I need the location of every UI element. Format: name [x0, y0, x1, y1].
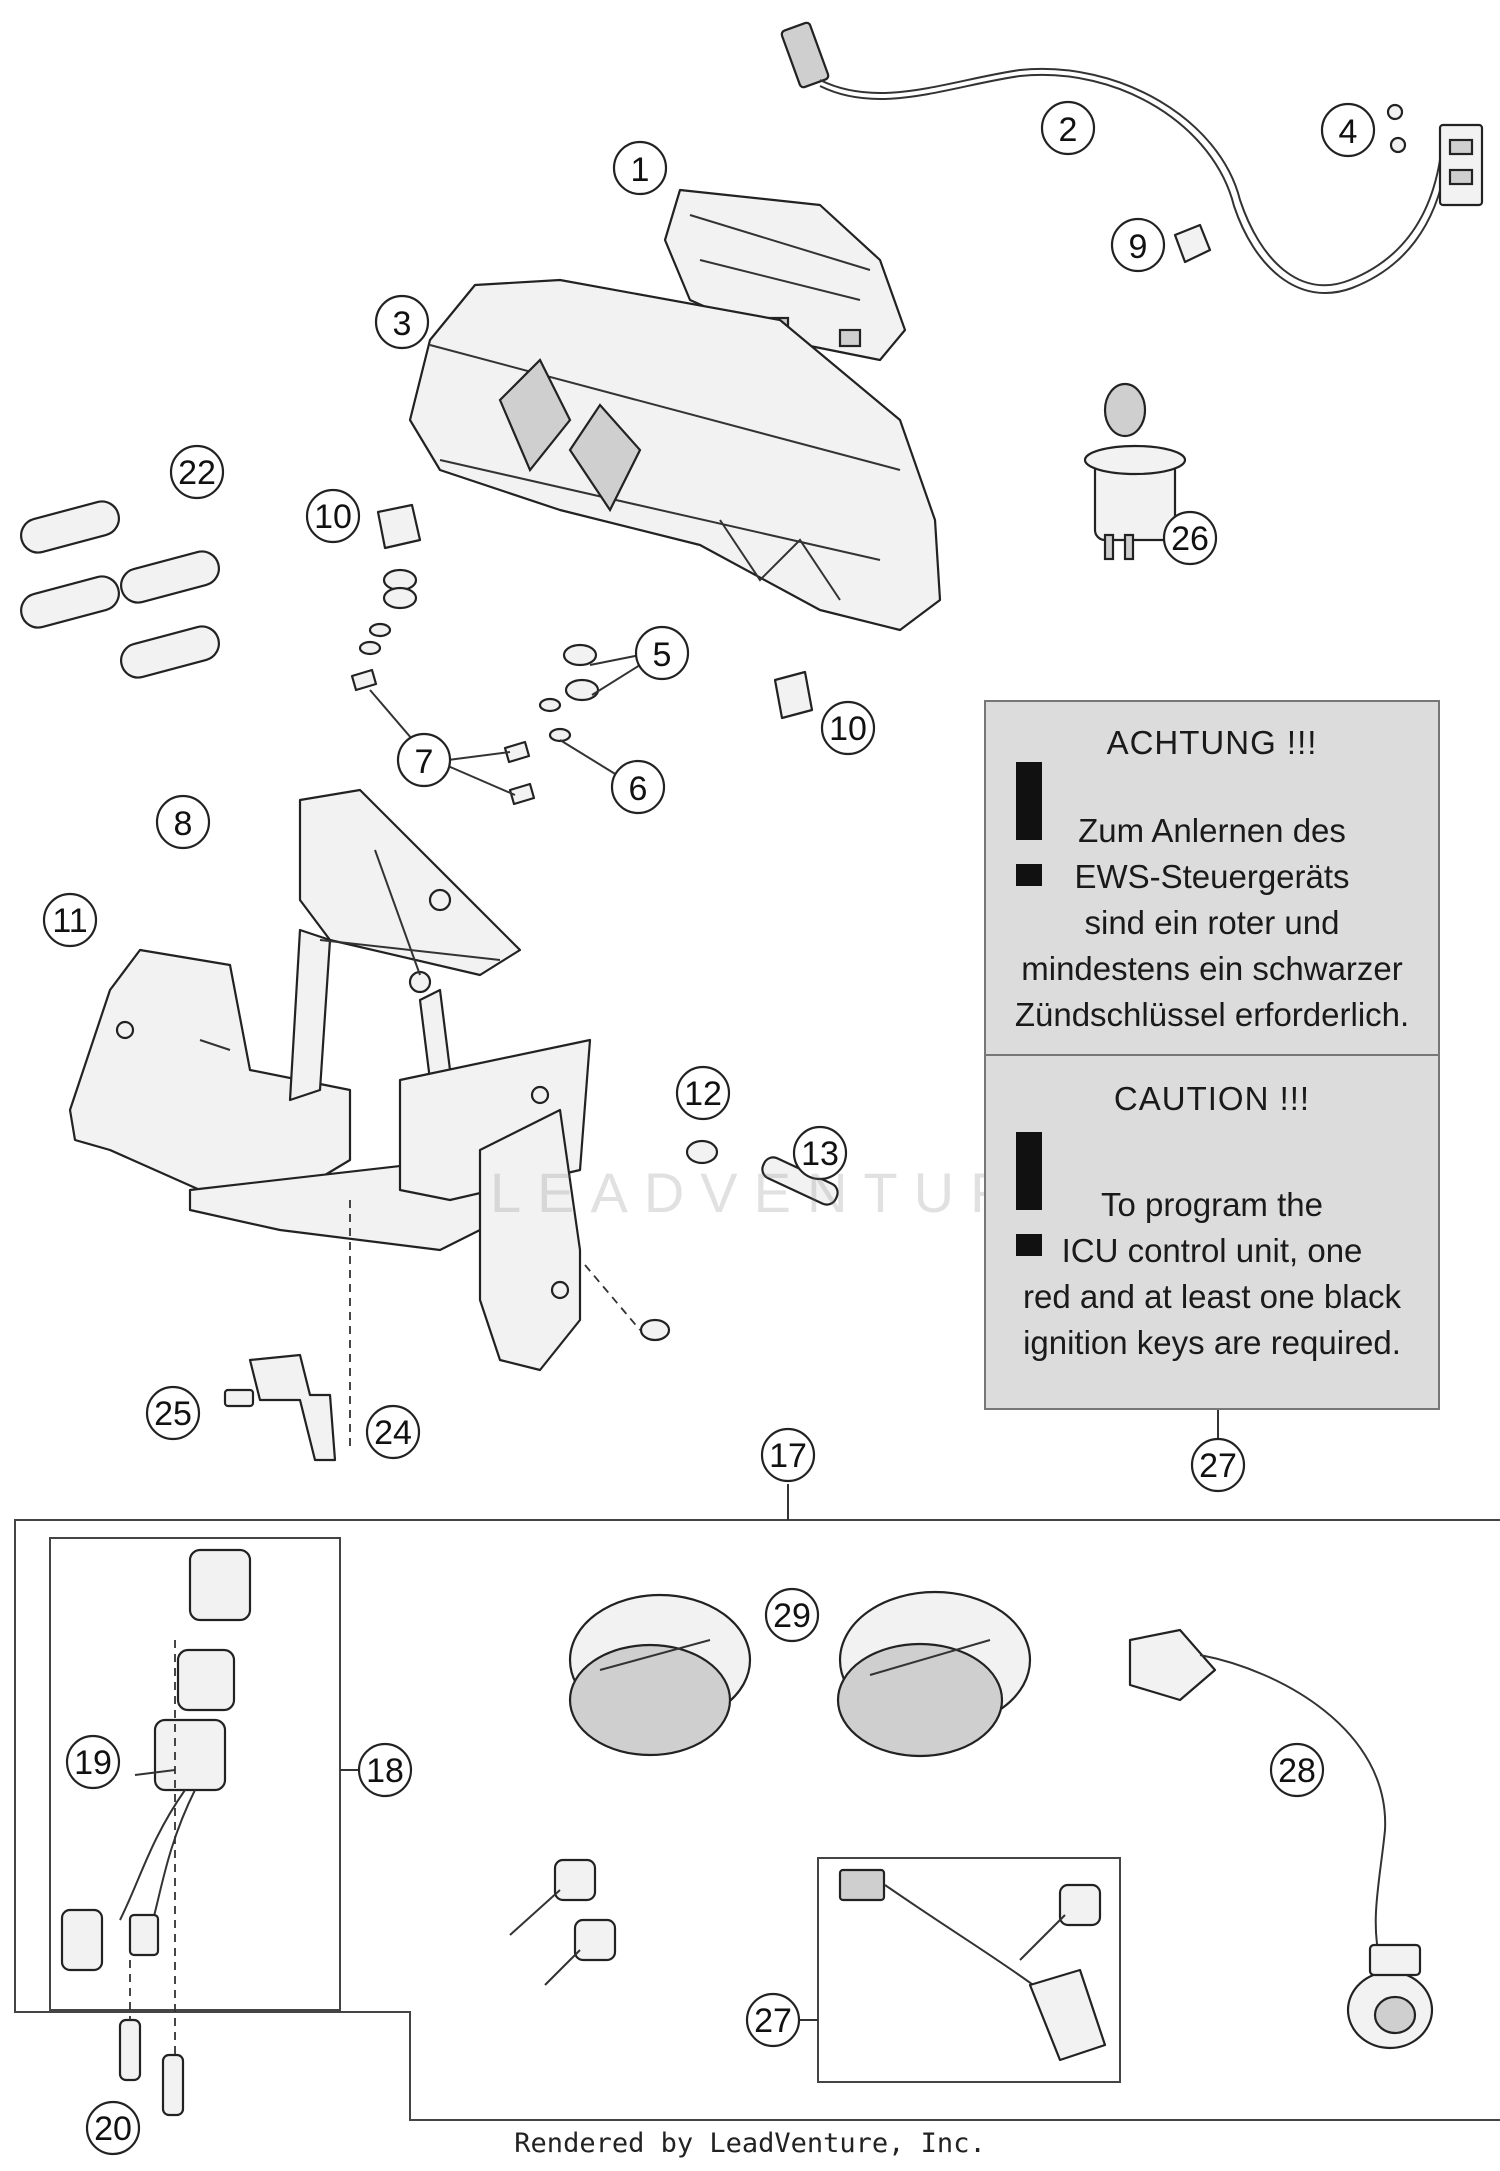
callout-10-upper[interactable]: 10	[305, 488, 361, 544]
callout-4[interactable]: 4	[1320, 102, 1376, 158]
callout-1[interactable]: 1	[612, 140, 668, 196]
callout-20[interactable]: 20	[85, 2100, 141, 2156]
svg-text:6: 6	[629, 770, 648, 808]
callout-24[interactable]: 24	[365, 1404, 421, 1460]
svg-text:5: 5	[653, 636, 672, 674]
instrument-bracket-frame[interactable]	[68, 788, 641, 1450]
fuel-cap-left-part[interactable]	[568, 1593, 752, 1757]
note-english-line: To program the	[1101, 1186, 1323, 1223]
callout-7[interactable]: 7	[396, 732, 452, 788]
ignition-lock-frame	[49, 1537, 341, 2011]
warning-note-box: ACHTUNG !!! Zum Anlernen des EWS-Steuerg…	[984, 700, 1440, 1410]
callout-13[interactable]: 13	[792, 1125, 848, 1181]
note-german: ACHTUNG !!! Zum Anlernen des EWS-Steuerg…	[986, 702, 1438, 1054]
ignition-lock-assembly[interactable]	[60, 1548, 252, 1972]
callout-19[interactable]: 19	[65, 1734, 121, 1790]
kit-frame-outline	[14, 1519, 1500, 2121]
small-bracket-part[interactable]	[223, 1353, 337, 1462]
fuel-cap-right-part[interactable]	[836, 1590, 1032, 1758]
svg-text:1: 1	[631, 151, 650, 189]
note-german-title: ACHTUNG !!!	[1106, 724, 1318, 761]
ignition-sensor-part[interactable]	[1128, 1628, 1434, 2050]
ews-cable-part[interactable]	[838, 1868, 1107, 2062]
svg-text:10: 10	[829, 710, 867, 748]
spacer-tubes-part[interactable]	[17, 498, 222, 682]
svg-text:27: 27	[754, 2002, 792, 2040]
callout-25[interactable]: 25	[145, 1385, 201, 1441]
svg-text:27: 27	[1199, 1447, 1237, 1485]
svg-text:24: 24	[374, 1414, 412, 1452]
svg-text:3: 3	[393, 305, 412, 343]
note-german-line: mindestens ein schwarzer	[1021, 950, 1403, 987]
callout-9[interactable]: 9	[1110, 217, 1166, 273]
svg-text:26: 26	[1171, 520, 1209, 558]
svg-text:22: 22	[178, 454, 216, 492]
callout-26[interactable]: 26	[1162, 510, 1218, 566]
svg-text:11: 11	[52, 902, 87, 940]
callout-12[interactable]: 12	[675, 1065, 731, 1121]
svg-text:10: 10	[314, 498, 352, 536]
svg-text:17: 17	[769, 1437, 807, 1475]
note-german-line: Zündschlüssel erforderlich.	[1014, 996, 1410, 1033]
svg-text:12: 12	[684, 1075, 722, 1113]
cable-clip-part[interactable]	[1173, 223, 1212, 264]
note-english-line: ignition keys are required.	[1023, 1324, 1401, 1361]
wiring-cable-part[interactable]	[780, 21, 1447, 294]
callout-22[interactable]: 22	[169, 444, 225, 500]
nut-part[interactable]	[685, 1139, 719, 1165]
svg-text:19: 19	[74, 1744, 112, 1782]
shear-bolts-part[interactable]	[118, 1640, 185, 2117]
fairing-mask-part[interactable]	[408, 278, 942, 632]
instrument-cluster-part[interactable]	[663, 188, 907, 362]
callout-5[interactable]: 5	[634, 625, 690, 681]
svg-text:28: 28	[1278, 1752, 1316, 1790]
callout-10-lower[interactable]: 10	[820, 700, 876, 756]
grommets-washers-screws[interactable]	[350, 568, 641, 806]
callout-leader-lines	[134, 849, 421, 1776]
svg-text:13: 13	[801, 1135, 839, 1173]
ignition-keys-part[interactable]	[509, 1858, 1102, 1986]
svg-text:4: 4	[1339, 113, 1358, 151]
svg-text:18: 18	[366, 1752, 404, 1790]
footer-credit: Rendered by LeadVenture, Inc.	[514, 2128, 986, 2159]
callout-18[interactable]: 18	[357, 1742, 413, 1798]
watermark: LEADVENTURE	[490, 1161, 1080, 1224]
callout-28[interactable]: 28	[1269, 1742, 1325, 1798]
note-divider	[986, 1054, 1438, 1056]
callout-8[interactable]: 8	[155, 794, 211, 850]
connector-block-part[interactable]	[1386, 103, 1484, 207]
svg-text:9: 9	[1129, 228, 1148, 266]
svg-text:8: 8	[174, 805, 193, 843]
callouts: 1 2 3 4 5 6 7 8 9 10 10 11 12 13 17 18 1…	[42, 100, 1376, 2156]
note-german-line: sind ein roter und	[1084, 904, 1340, 941]
power-socket-part[interactable]	[1083, 382, 1187, 561]
callout-27-lower[interactable]: 27	[745, 1992, 801, 2048]
note-english-line: ICU control unit, one	[1061, 1232, 1363, 1269]
svg-text:2: 2	[1059, 111, 1078, 149]
svg-text:20: 20	[94, 2110, 132, 2148]
svg-text:7: 7	[415, 743, 434, 781]
callout-27-upper[interactable]: 27	[1190, 1437, 1246, 1493]
callout-6[interactable]: 6	[610, 759, 666, 815]
svg-text:25: 25	[154, 1395, 192, 1433]
clip-nut-part-upper[interactable]	[376, 503, 422, 550]
callout-3[interactable]: 3	[374, 294, 430, 350]
note-german-line: Zum Anlernen des	[1078, 812, 1346, 849]
callout-17[interactable]: 17	[760, 1427, 816, 1483]
note-german-line: EWS-Steuergeräts	[1074, 858, 1350, 895]
callout-11[interactable]: 11	[42, 892, 98, 948]
note-english: CAUTION !!! To program the ICU control u…	[986, 1054, 1438, 1410]
clip-nut-part-lower[interactable]	[773, 670, 814, 720]
note-english-title: CAUTION !!!	[1113, 1080, 1311, 1117]
svg-text:29: 29	[773, 1597, 811, 1635]
lock-nut-part[interactable]	[639, 1318, 671, 1342]
callout-2[interactable]: 2	[1040, 100, 1096, 156]
callout-29[interactable]: 29	[764, 1587, 820, 1643]
ews-kit-frame	[817, 1857, 1121, 2083]
bracket-screw-part[interactable]	[408, 970, 432, 994]
note-english-line: red and at least one black	[1023, 1278, 1401, 1315]
